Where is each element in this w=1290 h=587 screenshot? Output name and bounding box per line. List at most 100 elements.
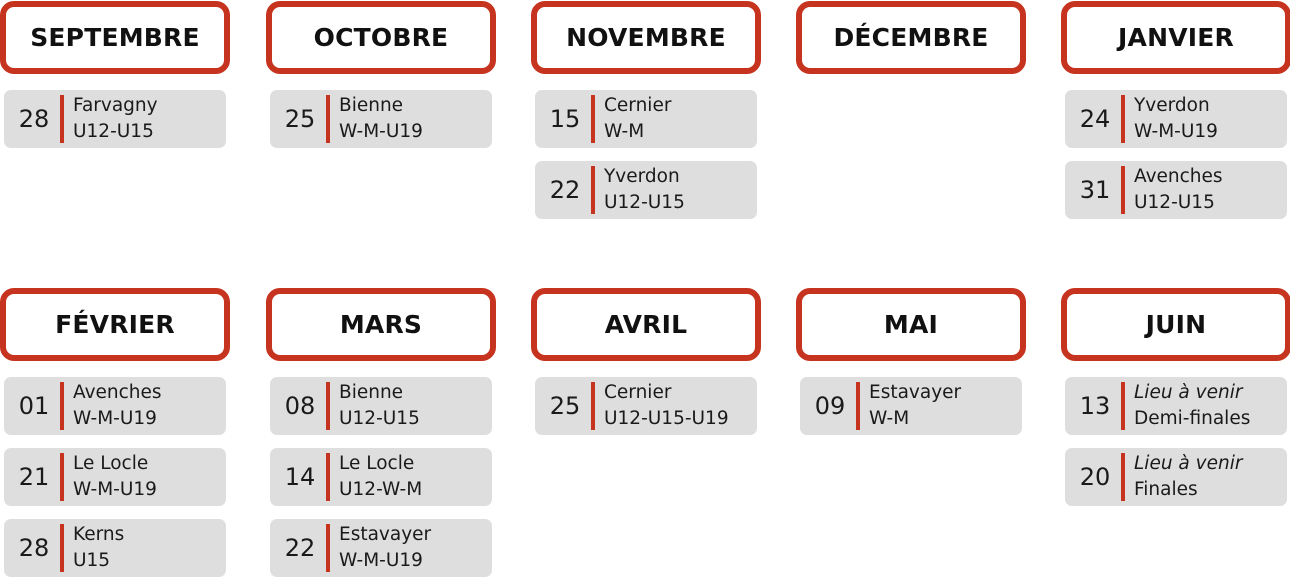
event-place: Avenches bbox=[73, 382, 162, 403]
month-title: NOVEMBRE bbox=[566, 23, 726, 52]
event-place: Cernier bbox=[604, 382, 672, 403]
event-category: Finales bbox=[1134, 479, 1198, 500]
month-header: MAI bbox=[796, 288, 1026, 361]
event-place: Yverdon bbox=[604, 166, 680, 187]
event-place: Yverdon bbox=[1134, 95, 1210, 116]
event-divider bbox=[591, 95, 595, 143]
event-day: 25 bbox=[549, 392, 581, 420]
event-day: 28 bbox=[18, 534, 50, 562]
event-category: W-M bbox=[604, 121, 645, 142]
event-category: U12-U15-U19 bbox=[604, 408, 729, 429]
event-day: 22 bbox=[549, 176, 581, 204]
event-day: 01 bbox=[18, 392, 50, 420]
event-day: 08 bbox=[284, 392, 316, 420]
event-divider bbox=[1121, 166, 1125, 214]
event-divider bbox=[326, 382, 330, 430]
month-header: JANVIER bbox=[1061, 1, 1290, 74]
event-place: Bienne bbox=[339, 95, 404, 116]
month-title: AVRIL bbox=[604, 310, 688, 339]
event-divider bbox=[856, 382, 860, 430]
event-place: Farvagny bbox=[73, 95, 158, 116]
event-category: U12-U15 bbox=[1134, 192, 1215, 213]
event-divider bbox=[326, 453, 330, 501]
event-category: W-M-U19 bbox=[339, 550, 423, 571]
event-day: 24 bbox=[1079, 105, 1111, 133]
event-day: 25 bbox=[284, 105, 316, 133]
month-header: MARS bbox=[266, 288, 496, 361]
event-divider bbox=[60, 382, 64, 430]
event-divider bbox=[60, 524, 64, 572]
event-place: Kerns bbox=[73, 524, 125, 545]
month-header: JUIN bbox=[1061, 288, 1290, 361]
event-day: 14 bbox=[284, 463, 316, 491]
event-category: U12-W-M bbox=[339, 479, 423, 500]
event-divider bbox=[1121, 453, 1125, 501]
event-place: Bienne bbox=[339, 382, 404, 403]
event-day: 22 bbox=[284, 534, 316, 562]
event-place: Avenches bbox=[1134, 166, 1223, 187]
event-divider bbox=[60, 95, 64, 143]
event-place: Estavayer bbox=[869, 382, 962, 403]
event-day: 28 bbox=[18, 105, 50, 133]
event-divider bbox=[591, 382, 595, 430]
event-place: Cernier bbox=[604, 95, 672, 116]
event-day: 21 bbox=[18, 463, 50, 491]
event-day: 15 bbox=[549, 105, 581, 133]
event-day: 13 bbox=[1079, 392, 1111, 420]
event-day: 31 bbox=[1079, 176, 1111, 204]
month-title: SEPTEMBRE bbox=[30, 23, 200, 52]
event-category: U12-U15 bbox=[604, 192, 685, 213]
month-title: MAI bbox=[883, 310, 939, 339]
event-category: U12-U15 bbox=[339, 408, 420, 429]
month-header: OCTOBRE bbox=[266, 1, 496, 74]
event-category: W-M-U19 bbox=[339, 121, 423, 142]
month-title: JUIN bbox=[1145, 310, 1207, 339]
event-divider bbox=[326, 524, 330, 572]
month-header: DÉCEMBRE bbox=[796, 1, 1026, 74]
month-title: JANVIER bbox=[1118, 23, 1234, 52]
month-title: OCTOBRE bbox=[313, 23, 449, 52]
event-divider bbox=[326, 95, 330, 143]
event-category: U12-U15 bbox=[73, 121, 154, 142]
event-category: W-M bbox=[869, 408, 910, 429]
month-header: SEPTEMBRE bbox=[0, 1, 230, 74]
month-header: FÉVRIER bbox=[0, 288, 230, 361]
event-place: Le Locle bbox=[73, 453, 149, 474]
event-place: Lieu à venir bbox=[1134, 382, 1243, 403]
event-place: Estavayer bbox=[339, 524, 432, 545]
month-title: FÉVRIER bbox=[55, 310, 175, 339]
event-category: Demi-finales bbox=[1134, 408, 1251, 429]
month-title: MARS bbox=[339, 310, 423, 339]
event-divider bbox=[1121, 382, 1125, 430]
month-header: AVRIL bbox=[531, 288, 761, 361]
event-day: 09 bbox=[814, 392, 846, 420]
